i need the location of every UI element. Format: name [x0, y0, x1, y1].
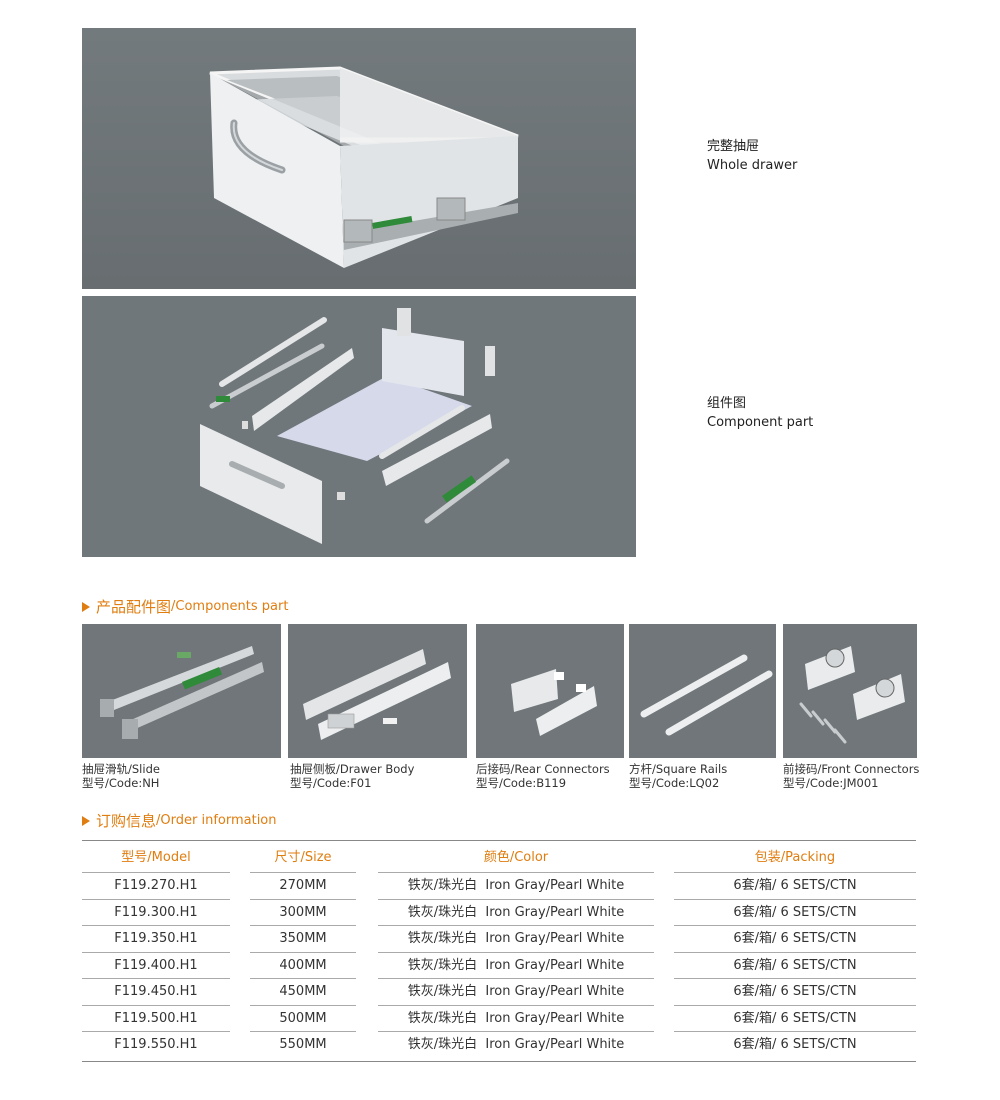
cell-color: 铁灰/珠光白 Iron Gray/Pearl White	[407, 1037, 625, 1052]
table-top-rule	[82, 840, 916, 841]
header-packing: 包装/Packing	[674, 840, 916, 873]
components-section-title: 产品配件图 /Components part	[82, 596, 288, 617]
cell-size: 300MM	[250, 900, 356, 926]
component-caption-cn: 组件图	[707, 396, 747, 411]
cell-size: 500MM	[250, 1006, 356, 1032]
component-label-slide: 抽屉滑轨/Slide 型号/Code:NH	[82, 762, 160, 790]
triangle-bullet-icon	[82, 815, 90, 826]
component-name: 后接码/Rear Connectors	[476, 762, 610, 776]
component-name: 前接码/Front Connectors	[783, 762, 920, 776]
cell-packing: 6套/箱/ 6 SETS/CTN	[674, 953, 916, 979]
column-size: 尺寸/Size 270MM 300MM 350MM 400MM 450MM 50…	[250, 840, 356, 1059]
component-label-rear-connectors: 后接码/Rear Connectors 型号/Code:B119	[476, 762, 610, 790]
cell-model: F119.300.H1	[82, 900, 230, 926]
whole-drawer-caption-cn: 完整抽屉	[707, 139, 760, 154]
header-size: 尺寸/Size	[250, 840, 356, 873]
cell-model: F119.270.H1	[82, 873, 230, 900]
component-code: 型号/Code:F01	[290, 776, 372, 790]
whole-drawer-caption: 完整抽屉 Whole drawer	[707, 137, 797, 175]
cell-color: 铁灰/珠光白 Iron Gray/Pearl White	[378, 1006, 654, 1032]
order-title-cn: 订购信息	[96, 812, 157, 830]
cell-size: 350MM	[250, 926, 356, 953]
component-name: 抽屉滑轨/Slide	[82, 762, 160, 776]
component-label-front-connectors: 前接码/Front Connectors 型号/Code:JM001	[783, 762, 919, 790]
cell-packing: 6套/箱/ 6 SETS/CTN	[674, 1006, 916, 1032]
component-label-square-rails: 方杆/Square Rails 型号/Code:LQ02	[629, 762, 727, 790]
drawer-body-image	[288, 624, 467, 758]
column-model: 型号/Model F119.270.H1 F119.300.H1 F119.35…	[82, 840, 230, 1059]
column-packing: 包装/Packing 6套/箱/ 6 SETS/CTN 6套/箱/ 6 SETS…	[674, 840, 916, 1059]
component-code: 型号/Code:LQ02	[629, 776, 720, 790]
slide-image	[82, 624, 281, 758]
cell-packing: 6套/箱/ 6 SETS/CTN	[674, 979, 916, 1006]
front-connectors-image	[783, 624, 917, 758]
component-name: 方杆/Square Rails	[629, 762, 728, 776]
table-bottom-rule	[82, 1061, 916, 1062]
cell-color: 铁灰/珠光白 Iron Gray/Pearl White	[378, 873, 654, 900]
cell-size: 400MM	[250, 953, 356, 979]
triangle-bullet-icon	[82, 601, 90, 612]
components-title-en: /Components part	[171, 599, 289, 614]
cell-packing: 6套/箱/ 6 SETS/CTN	[674, 873, 916, 900]
cell-packing: 6套/箱/ 6 SETS/CTN	[733, 1037, 857, 1052]
component-name: 抽屉侧板/Drawer Body	[290, 762, 415, 776]
component-code: 型号/Code:NH	[82, 776, 160, 790]
square-rails-image	[629, 624, 776, 758]
order-title-en: /Order information	[156, 813, 277, 828]
rear-connectors-image	[476, 624, 624, 758]
component-label-drawer-body: 抽屉侧板/Drawer Body 型号/Code:F01	[290, 762, 414, 790]
cell-model: F119.350.H1	[82, 926, 230, 953]
cell-model: F119.500.H1	[82, 1006, 230, 1032]
components-title-cn: 产品配件图	[96, 598, 172, 616]
cell-model: F119.400.H1	[82, 953, 230, 979]
cell-color: 铁灰/珠光白 Iron Gray/Pearl White	[378, 953, 654, 979]
component-code: 型号/Code:JM001	[783, 776, 879, 790]
cell-color: 铁灰/珠光白 Iron Gray/Pearl White	[378, 900, 654, 926]
order-section-title: 订购信息 /Order information	[82, 810, 277, 831]
cell-color: 铁灰/珠光白 Iron Gray/Pearl White	[378, 926, 654, 953]
header-model: 型号/Model	[82, 840, 230, 873]
component-code: 型号/Code:B119	[476, 776, 567, 790]
component-caption: 组件图 Component part	[707, 394, 813, 432]
cell-size: 550MM	[279, 1037, 327, 1052]
cell-model: F119.450.H1	[82, 979, 230, 1006]
cell-size: 270MM	[250, 873, 356, 900]
component-exploded-image	[82, 296, 636, 557]
cell-model: F119.550.H1	[114, 1037, 198, 1052]
header-color: 颜色/Color	[378, 840, 654, 873]
component-caption-en: Component part	[707, 415, 814, 430]
whole-drawer-caption-en: Whole drawer	[707, 158, 798, 173]
cell-packing: 6套/箱/ 6 SETS/CTN	[674, 926, 916, 953]
cell-packing: 6套/箱/ 6 SETS/CTN	[674, 900, 916, 926]
cell-color: 铁灰/珠光白 Iron Gray/Pearl White	[378, 979, 654, 1006]
cell-size: 450MM	[250, 979, 356, 1006]
column-color: 颜色/Color 铁灰/珠光白 Iron Gray/Pearl White 铁灰…	[378, 840, 654, 1059]
whole-drawer-image	[82, 28, 636, 289]
